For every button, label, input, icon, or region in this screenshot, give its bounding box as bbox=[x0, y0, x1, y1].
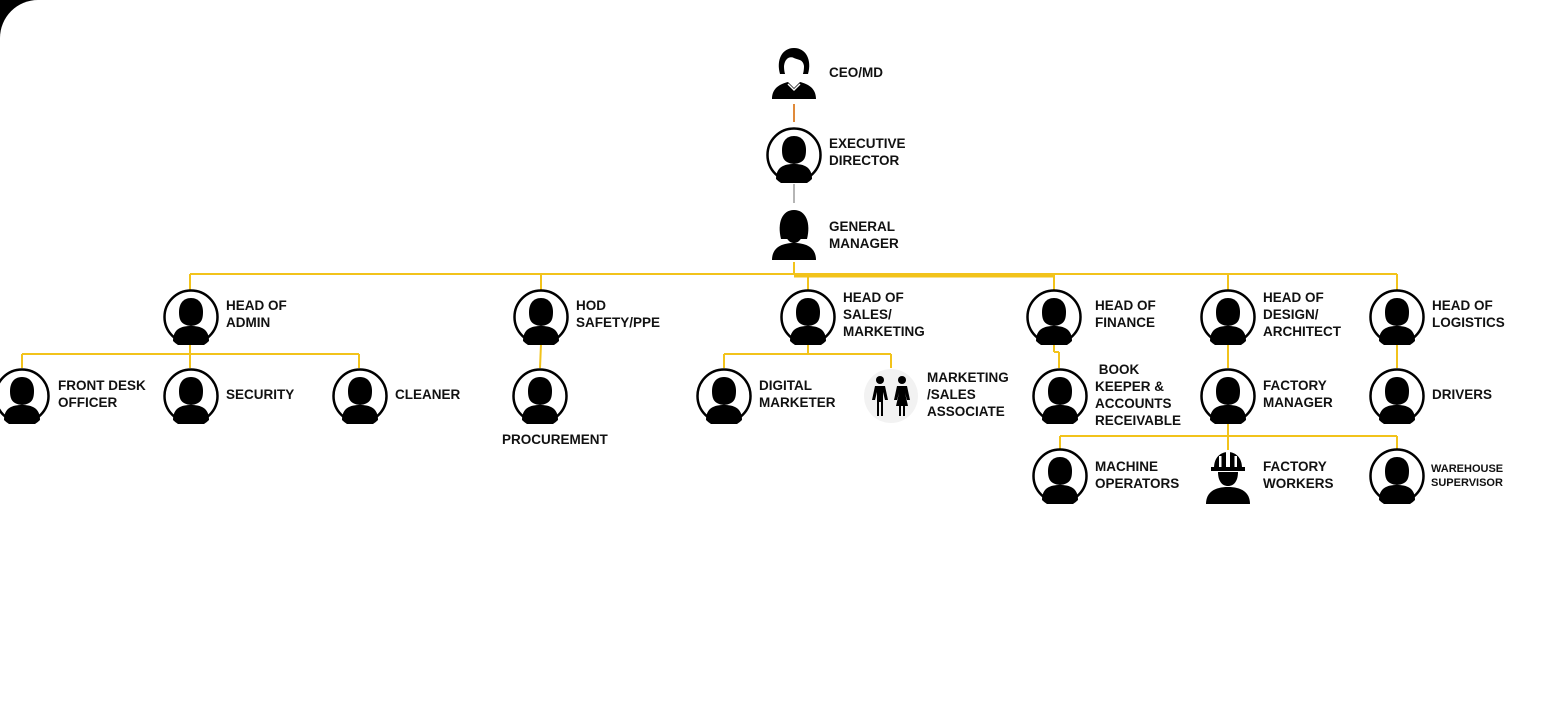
cleaner-label: CLEANER bbox=[395, 387, 461, 402]
digital-marketer-label: DIGITAL MARKETER bbox=[759, 378, 836, 410]
person-circle-icon bbox=[766, 127, 822, 183]
connector-line bbox=[539, 343, 542, 369]
head-design-label: HEAD OF DESIGN/ ARCHITECT bbox=[1263, 290, 1341, 339]
executive-director-label: EXECUTIVE DIRECTOR bbox=[829, 136, 906, 168]
person-circle-icon bbox=[332, 368, 388, 424]
people-pair-icon bbox=[863, 368, 919, 424]
procurement-label: PROCUREMENT bbox=[502, 432, 608, 447]
machine-operators-label: MACHINE OPERATORS bbox=[1095, 459, 1180, 491]
person-circle-icon bbox=[513, 289, 569, 345]
person-circle-icon bbox=[512, 368, 568, 424]
hardhat-worker-icon bbox=[1200, 448, 1256, 504]
head-sales-label: HEAD OF SALES/ MARKETING bbox=[843, 290, 925, 339]
person-circle-icon bbox=[1369, 368, 1425, 424]
ceo-label: CEO/MD bbox=[829, 65, 883, 80]
general-manager-label: GENERAL MANAGER bbox=[829, 219, 899, 251]
drivers-label: DRIVERS bbox=[1432, 387, 1493, 402]
front-desk-label: FRONT DESK OFFICER bbox=[58, 378, 146, 410]
head-finance-label: HEAD OF FINANCE bbox=[1095, 298, 1156, 330]
warehouse-supervisor-label: WAREHOUSE SUPERVISOR bbox=[1431, 463, 1504, 489]
person-circle-icon bbox=[1200, 289, 1256, 345]
hod-safety-label: HOD SAFETY/PPE bbox=[576, 298, 661, 330]
factory-manager-label: FACTORY MANAGER bbox=[1263, 378, 1333, 410]
person-circle-icon bbox=[1369, 289, 1425, 345]
person-circle-icon bbox=[780, 289, 836, 345]
person-circle-icon bbox=[1369, 448, 1425, 504]
person-female-outline-icon bbox=[766, 44, 822, 100]
person-circle-icon bbox=[1032, 448, 1088, 504]
person-circle-icon bbox=[163, 289, 219, 345]
person-circle-icon bbox=[1032, 368, 1088, 424]
book-keeper-label: BOOK KEEPER & ACCOUNTS RECEIVABLE bbox=[1095, 362, 1182, 428]
person-circle-icon bbox=[163, 368, 219, 424]
person-circle-icon bbox=[1200, 368, 1256, 424]
head-logistics-label: HEAD OF LOGISTICS bbox=[1432, 298, 1505, 330]
person-circle-icon bbox=[1026, 289, 1082, 345]
person-circle-icon bbox=[0, 368, 50, 424]
person-circle-icon bbox=[696, 368, 752, 424]
factory-workers-label: FACTORY WORKERS bbox=[1263, 459, 1334, 491]
security-label: SECURITY bbox=[226, 387, 295, 402]
person-female-icon bbox=[766, 205, 822, 261]
head-admin-label: HEAD OF ADMIN bbox=[226, 298, 287, 330]
sales-associate-label: MARKETING /SALES ASSOCIATE bbox=[927, 370, 1009, 419]
